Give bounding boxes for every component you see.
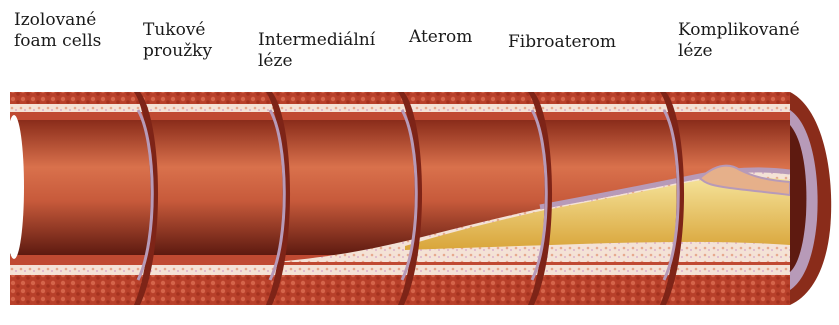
stage-label-4: Aterom	[409, 27, 472, 48]
stage-label-line: Intermediální	[258, 30, 375, 51]
stage-label-line: foam cells	[14, 31, 101, 52]
stage-label-5: Fibroaterom	[508, 32, 616, 53]
stage-label-line: Komplikované	[678, 20, 800, 41]
stage-label-line: proužky	[143, 41, 212, 62]
stage-label-line: léze	[678, 41, 800, 62]
artery-start-opening	[4, 115, 24, 259]
stage-label-line: Fibroaterom	[508, 32, 616, 53]
stage-label-line: léze	[258, 51, 375, 72]
stage-label-line: Tukové	[143, 20, 212, 41]
stage-label-line: Aterom	[409, 27, 472, 48]
stage-label-line: Izolované	[14, 10, 101, 31]
